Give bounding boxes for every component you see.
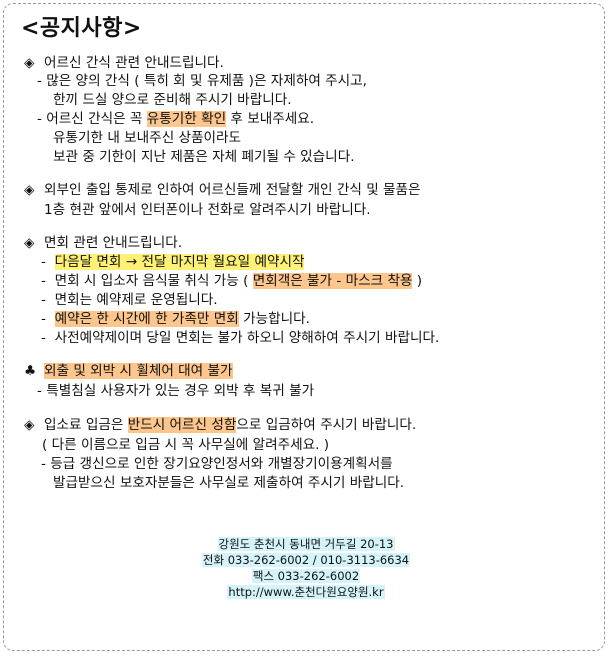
footer-phone: 전화 033-262-6002 / 010-3113-6634 <box>1 553 610 568</box>
notice-board: <공지사항> ◈ 어르신 간식 관련 안내드립니다. - 많은 양의 간식 ( 특… <box>3 3 605 651</box>
snacks-heading: ◈ 어르신 간식 관련 안내드립니다. <box>24 54 224 72</box>
visits-line-3: - 면회는 예약제로 운영됩니다. <box>41 291 218 309</box>
diamond-bullet-icon: ◈ <box>24 55 35 71</box>
fees-line-4: 발급받으신 보호자분들은 사무실로 제출하여 주시기 바랍니다. <box>53 475 405 491</box>
visits-line-2: - 면회 시 입소자 음식물 취식 가능 ( 면회객은 불가 - 마스크 착용 … <box>41 272 422 290</box>
outing-line-2: - 특별침실 사용자가 있는 경우 외박 후 복귀 불가 <box>37 383 315 399</box>
snacks-line-3-post: 후 보내주세요. <box>226 111 315 127</box>
footer-address-text: 강원도 춘천시 동내면 거두길 20-13 <box>217 537 395 551</box>
fees-line-1: ◈ 입소료 입금은 반드시 어르신 성함으로 입금하여 주시기 바랍니다. <box>24 416 416 434</box>
snacks-line-1: - 많은 양의 간식 ( 특히 회 및 유제품 )은 자제하여 주시고, <box>37 73 367 89</box>
fees-line-3: - 등급 갱신으로 인한 장기요양인정서와 개별장기이용계획서를 <box>41 456 393 472</box>
dash: - <box>41 254 46 270</box>
reservation-start-highlight: 다음달 면회 → 전달 마지막 월요일 예약시작 <box>54 254 305 270</box>
diamond-bullet-icon: ◈ <box>24 417 35 433</box>
club-bullet-icon: ♣ <box>24 363 37 379</box>
footer-url-link[interactable]: http://www.춘천다원요양원.kr <box>227 585 385 599</box>
visits-line-3-text: 면회는 예약제로 운영됩니다. <box>54 292 218 308</box>
outsiders-line-1-text: 외부인 출입 통제로 인하여 어르신들께 전달할 개인 간식 및 물품은 <box>44 182 421 198</box>
snacks-line-3: - 어르신 간식은 꼭 유통기한 확인 후 보내주세요. <box>37 110 314 128</box>
page-title: <공지사항> <box>21 16 142 41</box>
snacks-line-2: 한끼 드실 양으로 준비해 주시기 바랍니다. <box>53 92 292 108</box>
one-family-highlight: 예약은 한 시간에 한 가족만 면회 <box>54 311 239 327</box>
dash: - <box>41 311 46 327</box>
visits-line-1: - 다음달 면회 → 전달 마지막 월요일 예약시작 <box>41 253 305 271</box>
expiry-highlight: 유통기한 확인 <box>146 111 227 127</box>
visits-line-4-post: 가능합니다. <box>238 311 310 327</box>
visits-line-2-post: ) <box>412 273 423 289</box>
visits-heading-text: 면회 관련 안내드립니다. <box>44 235 183 251</box>
mask-highlight: 면회객은 불가 - 마스크 착용 <box>252 273 413 289</box>
outsiders-line-2: 1층 현관 앞에서 인터폰이나 전화로 알려주시기 바랍니다. <box>44 202 371 218</box>
footer-url: http://www.춘천다원요양원.kr <box>1 585 610 600</box>
resident-name-highlight: 반드시 어르신 성함 <box>127 417 237 433</box>
outing-line-1: ♣ 외출 및 외박 시 휠체어 대여 불가 <box>24 362 233 380</box>
dash: - <box>41 330 46 346</box>
footer-phone-text: 전화 033-262-6002 / 010-3113-6634 <box>201 553 411 567</box>
visits-line-5-text: 사전예약제이며 당일 면회는 불가 하오니 양해하여 주시기 바랍니다. <box>54 330 440 346</box>
snacks-heading-text: 어르신 간식 관련 안내드립니다. <box>44 55 224 71</box>
visits-line-4: - 예약은 한 시간에 한 가족만 면회 가능합니다. <box>41 310 310 328</box>
diamond-bullet-icon: ◈ <box>24 235 35 251</box>
fees-line-1-post: 으로 입금하여 주시기 바랍니다. <box>236 417 417 433</box>
dash: - <box>41 292 46 308</box>
fees-line-2: ( 다른 이름으로 입금 시 꼭 사무실에 알려주세요. ) <box>42 437 330 453</box>
snacks-line-5: 보관 중 기한이 지난 제품은 자체 폐기될 수 있습니다. <box>53 149 355 165</box>
snacks-line-3-pre: - 어르신 간식은 꼭 <box>37 111 147 127</box>
footer-address: 강원도 춘천시 동내면 거두길 20-13 <box>1 537 610 552</box>
footer-fax: 팩스 033-262-6002 <box>1 569 610 584</box>
diamond-bullet-icon: ◈ <box>24 182 35 198</box>
wheelchair-highlight: 외출 및 외박 시 휠체어 대여 불가 <box>44 363 233 379</box>
outsiders-line-1: ◈ 외부인 출입 통제로 인하여 어르신들께 전달할 개인 간식 및 물품은 <box>24 181 421 199</box>
footer-fax-text: 팩스 033-262-6002 <box>251 569 361 583</box>
visits-heading: ◈ 면회 관련 안내드립니다. <box>24 234 182 252</box>
snacks-line-4: 유통기한 내 보내주신 상품이라도 <box>53 130 242 146</box>
visits-line-5: - 사전예약제이며 당일 면회는 불가 하오니 양해하여 주시기 바랍니다. <box>41 329 439 347</box>
visits-line-2-pre: 면회 시 입소자 음식물 취식 가능 ( <box>54 273 253 289</box>
dash: - <box>41 273 46 289</box>
fees-line-1-pre: 입소료 입금은 <box>44 417 128 433</box>
